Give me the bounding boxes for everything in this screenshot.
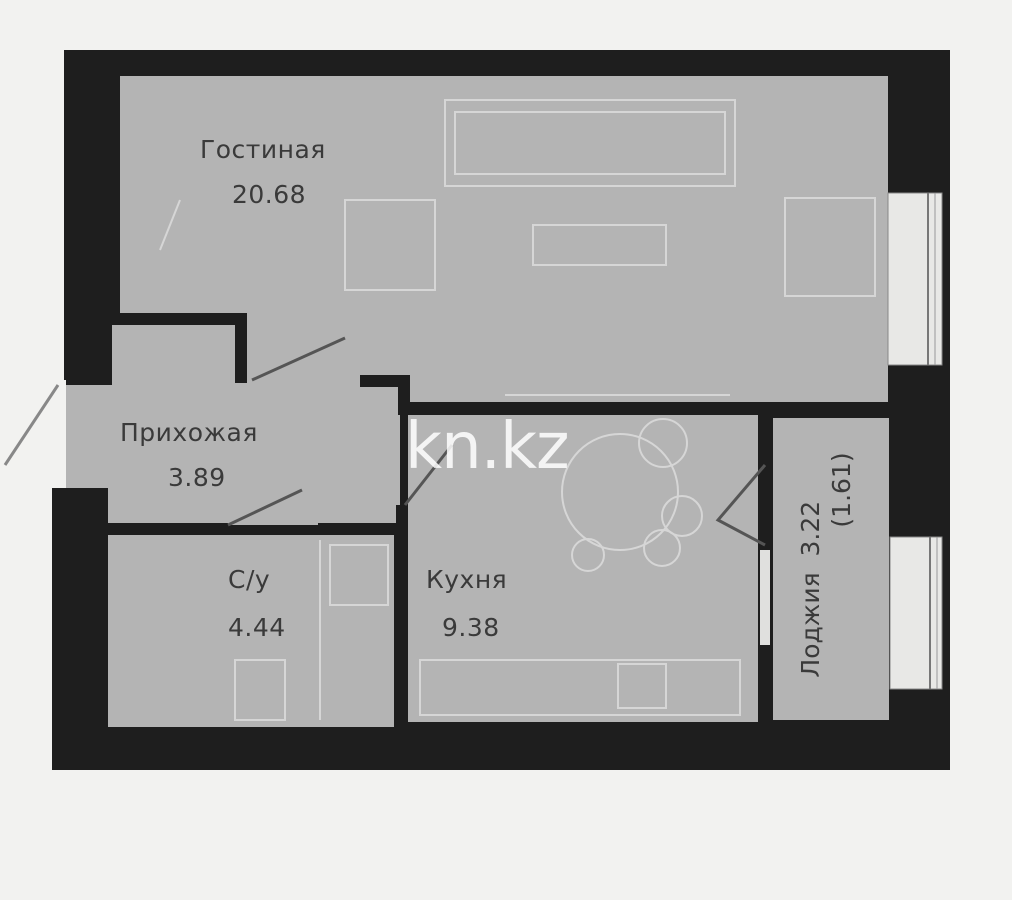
- bath-door: [227, 488, 303, 527]
- wall-bath-kitchen: [396, 505, 408, 727]
- living-room-name: Гостиная: [200, 135, 326, 164]
- entrance-door: [3, 384, 60, 466]
- wall-kitchen-loggia-2: [760, 645, 770, 725]
- bath-fixtures: [234, 540, 389, 721]
- wall-hall-bath-2: [318, 523, 408, 533]
- hall-area: 3.89: [168, 463, 226, 492]
- bathroom-area: 4.44: [228, 613, 286, 642]
- kitchen-floor: [408, 415, 758, 722]
- loggia-door-window: [760, 550, 770, 645]
- hall-name: Прихожая: [120, 418, 258, 447]
- wall-kitchen-living: [398, 403, 890, 415]
- loggia-name: Лоджия: [795, 572, 825, 678]
- kitchen-area: 9.38: [442, 613, 500, 642]
- hall-floor-top: [112, 325, 236, 385]
- loggia-door: [715, 464, 767, 547]
- bathroom-floor: [108, 535, 394, 727]
- loggia-area: 3.22: [795, 500, 825, 557]
- loggia-label: Лоджия 3.22 (1.61): [795, 452, 858, 677]
- kitchen-table: [419, 418, 741, 716]
- wall-hall-bath: [108, 523, 228, 533]
- exterior-left: [0, 380, 66, 490]
- wall-kitchen-top: [360, 375, 410, 387]
- living-door: [251, 336, 346, 382]
- kitchen-name: Кухня: [426, 565, 508, 594]
- bathroom-name: С/у: [228, 565, 271, 594]
- living-furniture: [159, 99, 876, 396]
- loggia-window: [889, 536, 943, 690]
- wall-kitchen-loggia: [760, 415, 770, 465]
- wall-left-bottom: [52, 488, 108, 770]
- wall-hall-living-v: [235, 313, 247, 383]
- kitchen-door: [403, 444, 454, 506]
- living-window: [887, 192, 943, 366]
- loggia-area-reduced: (1.61): [827, 452, 856, 528]
- living-room-area: 20.68: [232, 180, 307, 209]
- living-room-floor: [120, 76, 888, 402]
- watermark: kn.kz: [405, 410, 570, 484]
- loggia-floor: [773, 418, 889, 720]
- wall-hall-living: [112, 313, 247, 325]
